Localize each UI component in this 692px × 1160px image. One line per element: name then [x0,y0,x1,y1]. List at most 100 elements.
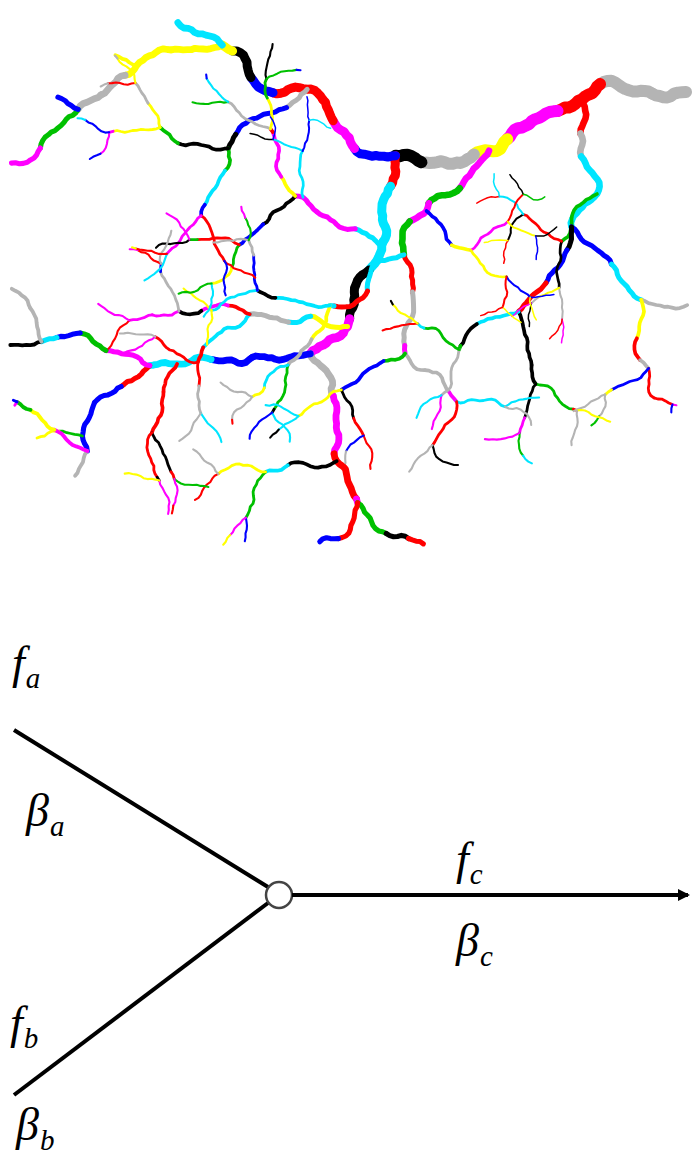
stream-segment [519,433,524,456]
stream-segment [402,222,410,255]
stream-segment [212,290,258,310]
stream-segment [295,196,317,212]
stream-segment [452,245,471,250]
stream-segment [154,357,212,365]
stream-segment [179,413,201,441]
stream-segment [333,396,339,454]
stream-segment [531,365,536,384]
stream-segment [113,128,160,133]
stream-segment [367,255,404,291]
stream-segment [211,357,252,363]
stream-segment [250,413,273,439]
symbol-subscript: b [40,1124,55,1156]
stream-segment [78,118,86,120]
stream-segment [171,472,174,479]
symbol-subscript: c [480,940,493,972]
symbol-label: fc [456,836,483,889]
symbol-letter: β [16,1099,39,1150]
stream-segment [98,304,129,321]
stream-segment [634,338,640,360]
stream-segment [205,171,225,205]
stream-segment [198,386,201,413]
stream-segment [125,473,160,481]
stream-segment [536,227,557,236]
stream-segment [265,79,267,98]
stream-segment [312,306,330,340]
stream-segment [503,307,521,322]
stream-segment [393,304,418,323]
stream-segment [557,241,562,287]
stream-segment [30,308,41,342]
symbol-subscript: a [50,810,65,842]
stream-segment [135,83,148,103]
stream-segment [611,264,641,300]
stream-segment [429,188,460,203]
stream-segment [391,301,393,305]
stream-segment [109,320,130,348]
stream-segment [267,70,297,79]
stream-segment [230,518,246,535]
stream-segment [270,430,279,438]
stream-segment [257,290,275,298]
symbol-subscript: c [470,858,483,890]
stream-segment [254,255,258,290]
stream-segment [266,465,288,472]
stream-segment [427,211,452,245]
stream-segment [264,365,288,388]
stream-segment [449,392,456,402]
stream-segment [17,402,31,410]
stream-segment [505,407,531,425]
stream-segment [355,149,396,158]
stream-segment [241,207,245,218]
stream-segment [75,451,87,476]
stream-segment [334,291,368,307]
stream-segment [101,132,110,153]
stream-segment [179,311,202,315]
stream-segment [574,395,606,412]
symbol-letter: f [10,997,23,1048]
stream-segment [221,383,253,397]
stream-segment [249,240,254,255]
stream-segment [40,109,78,148]
stream-segment [115,56,118,59]
stream-segment [245,218,251,240]
stream-segment [309,120,330,129]
stream-segment [101,83,108,86]
stream-segment [228,134,235,148]
stream-segment [224,261,228,295]
stream-segment [225,148,230,170]
stream-segment [384,354,406,362]
river-network [0,0,692,560]
stream-segment [442,350,460,396]
stream-segment [58,97,78,109]
stream-segment [477,196,500,203]
stream-segment [245,518,247,542]
stream-segment [201,413,222,442]
stream-segment [477,312,519,324]
stream-segment [432,395,442,429]
stream-segment [82,403,94,452]
stream-segment [228,306,250,315]
stream-segment [580,134,583,157]
stream-segment [12,289,31,308]
stream-segment [424,328,459,350]
stream-segment [571,411,577,446]
stream-segment [232,397,252,420]
stream-segment [288,339,312,365]
stream-segment [42,338,57,342]
stream-segment [250,134,273,140]
stream-segment [333,121,354,149]
stream-segment [201,216,214,244]
stream-segment [121,366,150,387]
stream-segment [364,436,373,469]
stream-segment [299,151,303,197]
stream-segment [383,324,418,331]
stream-segment [246,472,266,518]
branch-line [14,903,268,1095]
stream-segment [207,337,208,345]
stream-segment [512,303,532,316]
stream-segment [317,212,355,230]
stream-segment [147,433,157,477]
stream-segment [193,102,229,104]
stream-segment [508,222,536,236]
